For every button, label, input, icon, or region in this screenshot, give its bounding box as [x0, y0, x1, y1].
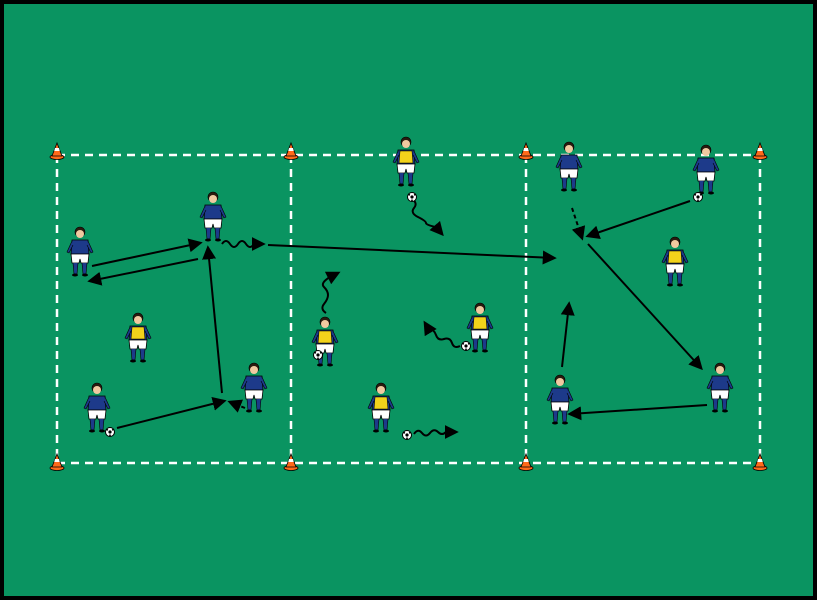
pass-arrow — [91, 238, 203, 267]
pass-arrow — [567, 404, 708, 421]
run-arrow — [227, 399, 246, 413]
pass-arrow — [560, 301, 575, 368]
soccer-ball-icon — [105, 427, 115, 437]
soccer-ball-icon — [313, 350, 323, 360]
pass-arrow — [87, 258, 199, 286]
dribble-arrow — [411, 198, 444, 237]
pass-arrow — [585, 200, 691, 239]
soccer-ball-icon — [693, 192, 703, 202]
dribble-arrow — [321, 271, 341, 314]
pass-arrow — [116, 396, 227, 429]
run-arrow — [571, 207, 586, 241]
pass-arrow — [267, 244, 557, 265]
soccer-ball-icon — [461, 341, 471, 351]
dribble-arrow — [423, 320, 461, 348]
pass-arrow — [202, 245, 223, 394]
pass-arrow — [587, 243, 703, 371]
dribble-arrow — [413, 425, 459, 439]
soccer-ball-icon — [407, 192, 417, 202]
grass-area — [4, 4, 813, 596]
movement-arrows — [87, 198, 708, 439]
dribble-arrow — [221, 237, 266, 251]
soccer-ball-icon — [402, 430, 412, 440]
